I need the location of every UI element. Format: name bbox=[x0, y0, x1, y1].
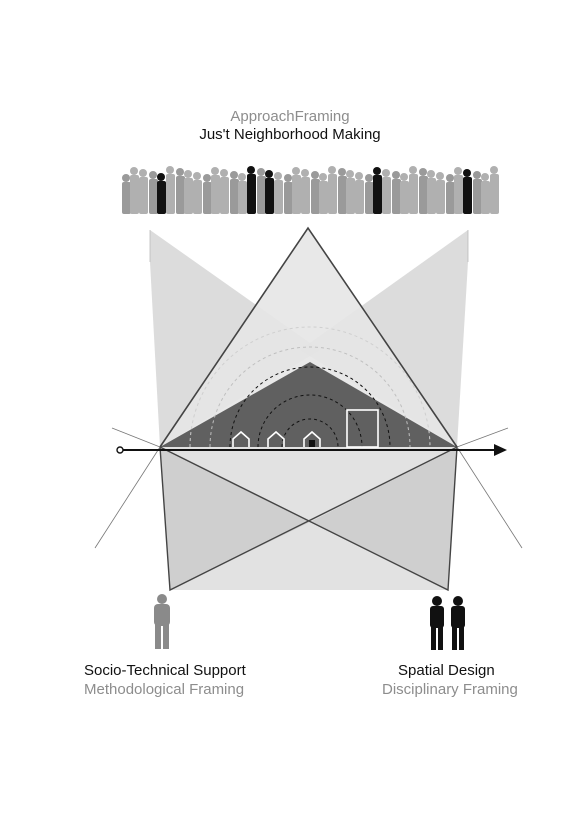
ray-right-down bbox=[456, 446, 523, 549]
crowd-person bbox=[436, 172, 445, 214]
crowd-person bbox=[193, 172, 202, 214]
disciplinary-framing-subtitle: Disciplinary Framing bbox=[382, 681, 518, 698]
crowd-person bbox=[454, 167, 463, 214]
crowd-person bbox=[481, 173, 490, 214]
neighborhood-making-title: Jus't Neighborhood Making bbox=[199, 126, 381, 143]
crowd-person bbox=[328, 166, 337, 214]
crowd-figures bbox=[122, 166, 499, 214]
ray-right-up bbox=[456, 427, 509, 448]
crowd-person bbox=[184, 170, 193, 214]
house-icon bbox=[303, 430, 321, 447]
crowd-person bbox=[130, 167, 139, 214]
crowd-person bbox=[346, 170, 355, 214]
ray-left-down bbox=[94, 446, 161, 549]
crowd-person bbox=[400, 173, 409, 214]
crowd-person bbox=[122, 174, 131, 214]
central-wedge bbox=[160, 362, 457, 447]
crowd-person bbox=[211, 167, 220, 214]
person-icon bbox=[154, 594, 170, 649]
crowd-person bbox=[247, 166, 256, 214]
crowd-person bbox=[274, 172, 283, 214]
approach-triangle-outline bbox=[159, 226, 458, 448]
crowd-person bbox=[230, 171, 239, 214]
crowd-person bbox=[419, 168, 428, 214]
crowd-person bbox=[463, 169, 472, 214]
crowd-person bbox=[166, 166, 175, 214]
lower-cross-right bbox=[310, 447, 457, 590]
crowd-person bbox=[490, 166, 499, 214]
building-icon bbox=[346, 409, 379, 448]
crowd-person bbox=[373, 167, 382, 214]
crowd-person bbox=[284, 174, 293, 214]
lower-cross-left bbox=[160, 447, 310, 590]
crowd-person bbox=[409, 166, 418, 214]
crowd-person bbox=[319, 173, 328, 214]
crowd-person bbox=[257, 168, 266, 214]
crowd-person bbox=[292, 167, 301, 214]
crowd-person bbox=[382, 169, 391, 214]
crowd-person bbox=[301, 169, 310, 214]
ray-left-up bbox=[111, 427, 161, 448]
approach-framing-label: ApproachFraming bbox=[230, 108, 350, 125]
crowd-person bbox=[427, 170, 436, 214]
crowd-person bbox=[473, 171, 482, 214]
crowd-person bbox=[265, 170, 274, 214]
methodological-framing-subtitle: Methodological Framing bbox=[84, 681, 245, 698]
crowd-person bbox=[446, 174, 455, 214]
crowd-person bbox=[157, 173, 166, 214]
crowd-person bbox=[311, 171, 320, 214]
person-icon bbox=[451, 596, 465, 650]
concentric-arcs bbox=[189, 326, 431, 448]
house-icon bbox=[267, 430, 285, 447]
crowd-person bbox=[139, 169, 148, 214]
house-icon bbox=[232, 430, 250, 447]
crowd-person bbox=[149, 171, 158, 214]
crowd-person bbox=[392, 171, 401, 214]
crowd-person bbox=[338, 168, 347, 214]
crowd-person bbox=[203, 174, 212, 214]
person-icon bbox=[430, 596, 444, 650]
spatial-design-title: Spatial Design bbox=[398, 662, 495, 679]
crowd-person bbox=[238, 173, 247, 214]
crowd-person bbox=[220, 169, 229, 214]
socio-technical-title: Socio-Technical Support bbox=[84, 662, 246, 679]
crowd-person bbox=[176, 168, 185, 214]
crowd-person bbox=[355, 172, 364, 214]
crowd-person bbox=[365, 174, 374, 214]
approach-triangle bbox=[160, 228, 457, 447]
